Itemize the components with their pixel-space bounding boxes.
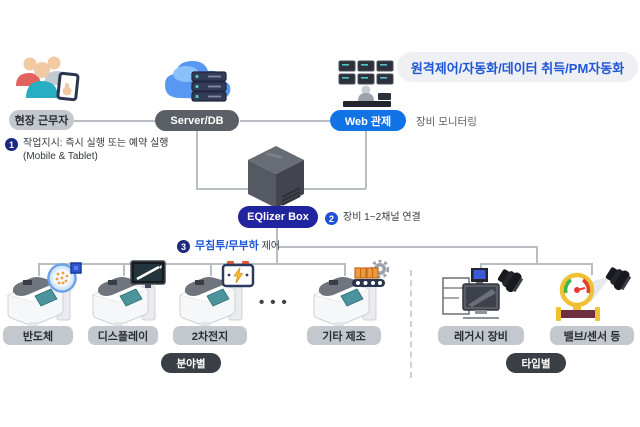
web-control-label: Web 관제 — [344, 115, 392, 128]
connector-web-down — [365, 130, 367, 189]
connector-worker-server — [74, 120, 155, 122]
label-display: 디스플레이 — [88, 326, 158, 345]
drop-other — [344, 263, 346, 276]
connector-type-bus — [480, 263, 592, 265]
drop-semiconductor — [38, 263, 40, 276]
node-field-worker: 현장 근무자 — [9, 110, 74, 130]
machine-display — [86, 260, 166, 330]
battery-icon — [221, 261, 255, 288]
note-2-text: 장비 1~2채널 연결 — [343, 212, 421, 223]
node-web-control: Web 관제 — [330, 110, 406, 131]
connector-server-down — [196, 130, 198, 189]
control-room-icon — [338, 60, 394, 107]
machine-icon — [179, 277, 243, 329]
connector-server-web — [240, 120, 330, 122]
note-3-text: 제어 — [261, 241, 280, 252]
note-3-highlight: 무침투/무부하 — [195, 240, 259, 252]
wafer-icon — [47, 262, 82, 293]
note-1-sub: (Mobile & Tablet) — [23, 151, 98, 162]
note-2-badge: 2 — [325, 212, 338, 225]
connector-server-box — [196, 188, 248, 190]
note-1-badge: 1 — [5, 138, 18, 151]
label-battery: 2차전지 — [173, 326, 247, 345]
label-valve: 밸브/센서 등 — [550, 326, 634, 345]
note-2: 2 장비 1~2채널 연결 — [325, 211, 421, 225]
machine-valve — [551, 266, 635, 326]
label-semiconductor: 반도체 — [3, 326, 73, 345]
feature-banner: 원격제어/자동화/데이터 취득/PM자동화 — [397, 52, 638, 82]
feature-banner-text: 원격제어/자동화/데이터 취득/PM자동화 — [410, 60, 625, 76]
drop-valve — [591, 263, 593, 275]
drop-battery — [210, 263, 212, 276]
label-other: 기타 제조 — [307, 326, 381, 345]
group-label-by-field: 분야별 — [161, 353, 221, 373]
note-3: 3 무침투/무부하 제어 — [177, 239, 280, 253]
note-3-badge: 3 — [177, 240, 190, 253]
machine-semiconductor — [1, 262, 82, 330]
group-label-by-type: 타입별 — [506, 353, 566, 373]
valve-gauge-icon — [556, 267, 632, 321]
connector-field-bus — [38, 263, 345, 265]
eqlizer-box-label: EQlizer Box — [247, 211, 309, 223]
note-1: 1 작업지시: 즉시 실행 또는 예약 실행 (Mobile & Tablet) — [5, 137, 168, 163]
note-1-text: 작업지시: 즉시 실행 또는 예약 실행 — [23, 138, 169, 149]
display-icon — [130, 260, 166, 288]
machine-other — [307, 260, 389, 330]
connector-right-branch — [276, 246, 537, 248]
eqlizer-cube-icon — [248, 146, 304, 208]
server-db-label: Server/DB — [170, 114, 224, 127]
node-server-db: Server/DB — [155, 110, 239, 131]
ellipsis: ••• — [259, 294, 293, 311]
node-eqlizer-box: EQlizer Box — [238, 206, 318, 228]
conveyor-icon — [352, 260, 389, 287]
drop-display — [123, 263, 125, 276]
legacy-pc-icon — [442, 268, 524, 319]
machine-legacy — [441, 266, 525, 326]
label-legacy: 레거시 장비 — [438, 326, 524, 345]
cloud-server-icon — [165, 61, 231, 102]
web-control-side-note: 장비 모니터링 — [416, 116, 477, 128]
machine-icon — [313, 277, 377, 329]
field-worker-label: 현장 근무자 — [14, 115, 69, 127]
connector-web-box — [304, 188, 366, 190]
machine-battery — [173, 261, 255, 330]
connector-right-down — [536, 246, 538, 264]
machine-icon — [92, 277, 156, 329]
group-separator — [410, 270, 412, 378]
workers-icon — [16, 56, 80, 102]
